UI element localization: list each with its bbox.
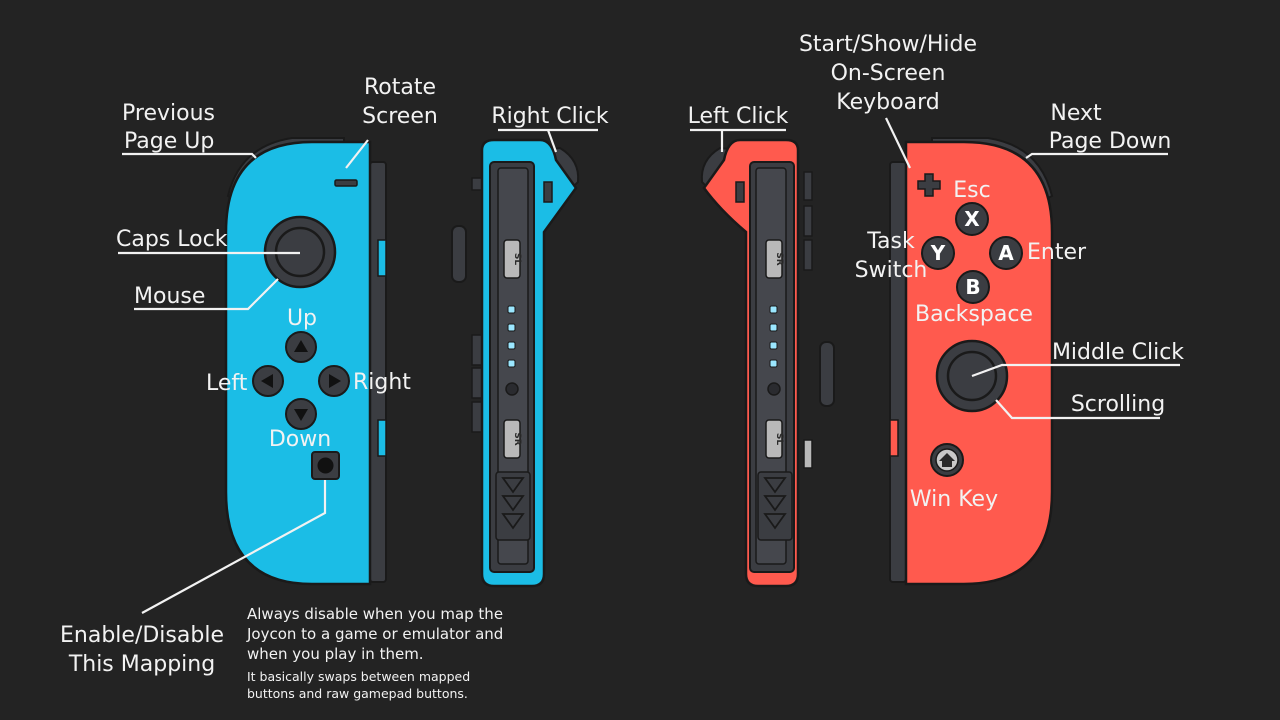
- note-line-2: Joycon to a game or emulator and: [246, 625, 503, 643]
- sl-label: SL: [774, 433, 784, 445]
- left-joycon-front: [224, 137, 387, 586]
- left-sr-button: SR: [503, 419, 522, 459]
- left-click-label: Left Click: [688, 104, 789, 129]
- win-key-label: Win Key: [910, 487, 998, 512]
- callout-labels: Previous Page Up Rotate Screen Right Cli…: [60, 32, 1184, 677]
- capture-button: [311, 451, 340, 480]
- y-button-label: Y: [930, 241, 946, 265]
- right-rail-strip: [889, 161, 907, 583]
- enable-label-line2: This Mapping: [68, 652, 215, 677]
- minus-icon: [334, 179, 358, 187]
- a-button-label: A: [998, 241, 1014, 265]
- enable-label-line1: Enable/Disable: [60, 623, 224, 648]
- note-line-1: Always disable when you map the: [247, 605, 503, 623]
- b-button-label: B: [965, 275, 980, 299]
- b-button: B: [956, 270, 990, 304]
- home-icon: [939, 453, 955, 467]
- right-click-label: Right Click: [491, 104, 609, 129]
- left-joycon-body: [224, 140, 372, 586]
- player-led-1: [769, 305, 778, 314]
- player-led-3: [769, 341, 778, 350]
- rotate-label: Rotate: [364, 75, 436, 100]
- player-led-1: [507, 305, 516, 314]
- player-led-3: [507, 341, 516, 350]
- right-label: Right: [353, 370, 411, 395]
- middle-click-label: Middle Click: [1052, 340, 1184, 365]
- sr-label: SR: [774, 252, 784, 265]
- caps-lock-label: Caps Lock: [116, 227, 228, 252]
- player-led-2: [769, 323, 778, 332]
- down-label: Down: [269, 427, 331, 452]
- sync-button: [767, 382, 781, 396]
- up-label: Up: [287, 306, 317, 331]
- scrolling-label: Scrolling: [1071, 392, 1165, 417]
- task-label: Task: [866, 229, 915, 254]
- note-line-5: buttons and raw gamepad buttons.: [247, 686, 468, 701]
- right-sl-button: SL: [765, 419, 784, 459]
- switch-label: Switch: [855, 258, 928, 283]
- left-joycon-side: SL SR: [451, 138, 580, 588]
- x-button-label: X: [964, 207, 980, 231]
- sl-label: SL: [512, 253, 522, 265]
- mapping-note: Always disable when you map the Joycon t…: [246, 605, 503, 701]
- mouse-label: Mouse: [134, 284, 205, 309]
- next-label: Next: [1050, 101, 1102, 126]
- left-sl-button: SL: [503, 239, 522, 279]
- x-button: X: [955, 202, 989, 236]
- y-button: Y: [921, 236, 955, 270]
- backspace-label: Backspace: [915, 302, 1033, 327]
- right-rail-latch: [757, 471, 793, 541]
- home-button: [930, 443, 964, 477]
- triangle-down-icon: [294, 409, 308, 421]
- triangle-left-icon: [261, 374, 273, 388]
- previous-label: Previous: [122, 101, 215, 126]
- enter-label: Enter: [1027, 240, 1087, 265]
- right-sr-button: SR: [765, 239, 784, 279]
- sr-label: SR: [512, 432, 522, 445]
- page-down-label: Page Down: [1049, 129, 1172, 154]
- esc-label: Esc: [953, 178, 990, 203]
- note-line-4: It basically swaps between mapped: [247, 669, 470, 684]
- keyboard-label-line3: Keyboard: [836, 90, 939, 115]
- triangle-right-icon: [329, 374, 341, 388]
- screen-label: Screen: [362, 104, 438, 129]
- dpad-down-button: [285, 398, 317, 430]
- right-joycon-front: X Y A B: [889, 137, 1054, 586]
- left-rail-latch: [495, 471, 531, 541]
- sync-button: [505, 382, 519, 396]
- plus-icon: [917, 173, 941, 197]
- a-button: A: [989, 236, 1023, 270]
- triangle-up-icon: [294, 340, 308, 352]
- dpad-right-button: [318, 365, 350, 397]
- leader-lines: [118, 117, 1180, 614]
- player-led-2: [507, 323, 516, 332]
- player-led-4: [769, 359, 778, 368]
- dpad-up-button: [285, 331, 317, 363]
- page-up-label: Page Up: [124, 129, 214, 154]
- left-label: Left: [206, 371, 248, 396]
- keyboard-label-line2: On-Screen: [831, 61, 946, 86]
- dpad-left-button: [252, 365, 284, 397]
- right-joycon-side: SR SL: [700, 138, 835, 588]
- player-led-4: [507, 359, 516, 368]
- keyboard-label-line1: Start/Show/Hide: [799, 32, 977, 57]
- note-line-3: when you play in them.: [247, 645, 424, 663]
